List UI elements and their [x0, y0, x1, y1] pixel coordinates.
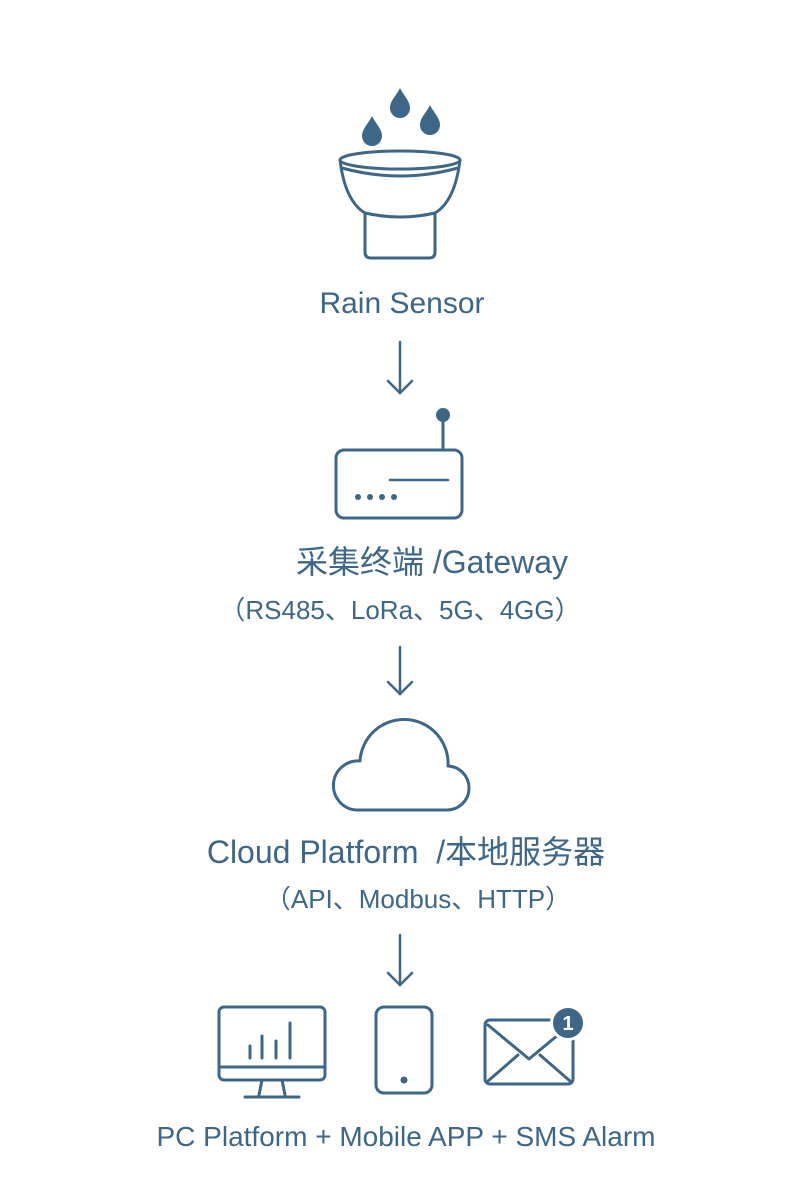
router-icon: [334, 408, 464, 520]
router-antenna-tip: [436, 408, 450, 422]
monitor-screen: [217, 1005, 327, 1082]
monitor-neck: [257, 1078, 287, 1097]
gateway-protocols: （RS485、LoRa、5G、4GG）: [219, 595, 581, 625]
router-leds: [355, 494, 397, 500]
rain-gauge-icon: [338, 149, 462, 260]
sensor-label: Rain Sensor: [319, 287, 485, 320]
phone-body: [374, 1005, 434, 1095]
cloud-icon: [331, 718, 471, 812]
badge-count: 1: [562, 1013, 573, 1035]
rain-drop-left: [362, 116, 382, 146]
rain-drop-right: [420, 105, 440, 135]
gauge-bowl-bottom: [363, 211, 437, 219]
cloud-outline: [331, 718, 471, 812]
arrow-down-icon: [386, 645, 414, 696]
gateway-title: 采集终端 /Gateway: [295, 544, 569, 580]
monitor-icon: [217, 1005, 327, 1099]
router-body: [334, 448, 464, 520]
notification-badge: 1: [550, 1005, 586, 1041]
cloud-title: Cloud Platform /本地服务器: [206, 834, 606, 870]
gauge-rim-inner: [340, 166, 460, 178]
envelope-folds: [486, 1053, 572, 1083]
arrow-down-icon: [386, 933, 414, 987]
mail-icon: 1: [483, 1005, 586, 1086]
gauge-body: [338, 158, 462, 260]
outputs-label: PC Platform + Mobile APP + SMS Alarm: [156, 1121, 656, 1152]
arrow-down-icon: [386, 340, 414, 395]
phone-icon: [374, 1005, 434, 1095]
bar-chart-icon: [248, 1021, 292, 1060]
rain-drops-icon: [362, 88, 440, 146]
gauge-rim: [338, 149, 462, 171]
cloud-protocols: （API、Modbus、HTTP）: [264, 884, 572, 914]
phone-home-dot: [400, 1076, 408, 1084]
envelope-body: [483, 1018, 575, 1086]
rain-drop-center: [390, 88, 410, 118]
